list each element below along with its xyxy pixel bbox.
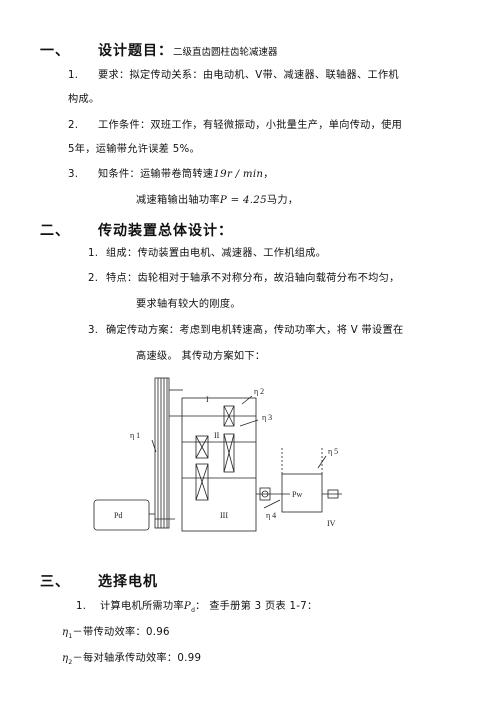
section3-heading: 三、 选择电机 [40,575,158,589]
working-machine [281,473,323,513]
label-shaft2: II [214,431,220,440]
coupling [259,487,271,501]
label-motor: Pd [114,511,122,520]
label-eta1: η 1 [130,431,140,440]
s3-eta2-line: η2－每对轴承传动效率：0.99 [62,653,202,667]
s1-item1-cont: 构成。 [68,94,100,105]
gearbox-outline [181,397,257,532]
label-shaft4: IV [327,519,336,528]
s2-item3: 3.确定传动方案：考虑到电机转速高，传动功率大，将 V 带设置在 [88,325,404,336]
v-belt [154,377,170,529]
s2-item2: 2.特点：齿轮相对于轴承不对称分布，故沿轴向载荷分布不均匀， [88,273,400,284]
section1-heading: 一、 设计题目：二级直齿圆柱齿轮减速器 [40,44,278,58]
s3-eta1-line: η1－带传动效率：0.96 [62,627,170,641]
s2-item1: 1.组成：传动装置由电机、减速器、工作机组成。 [88,248,327,259]
rpm-value: 19r / min [213,169,264,180]
label-eta5: η 5 [328,447,338,456]
s1-item2-cont: 5年，运输带允许误差 5%。 [68,144,200,155]
label-machine: Pw [292,490,302,499]
label-shaft3: III [220,511,228,520]
section1-subtitle: 二级直齿圆柱齿轮减速器 [173,47,278,58]
section3-title: 选择电机 [98,574,158,590]
label-eta3: η 3 [262,413,272,422]
label-eta4: η 4 [266,511,276,520]
section1-title: 设计题目： [98,43,173,59]
section3-number: 三、 [40,574,70,590]
s1-item3-cont: 减速箱输出轴功率P = 4.25马力， [136,195,299,206]
section2-number: 二、 [40,223,70,239]
s1-item2: 2.工作条件：双班工作，有轻微振动，小批量生产，单向传动，使用 [68,120,403,131]
s1-item3: 3.知条件：运输带卷筒转速19r / min， [68,169,274,180]
label-shaft1: I [206,395,209,404]
s2-item2-cont: 要求轴有较大的刚度。 [136,299,241,310]
transmission-diagram: η 1 η 2 η 3 η 4 η 5 I II III IV Pd Pw [93,377,342,532]
s2-item3-cont: 高速级。 其传动方案如下： [136,351,266,362]
s1-item1: 1.要求：拟定传动关系：由电动机、V带、减速器、联轴器、工作机 [68,70,399,81]
s3-item1: 1.计算电机所需功率Pd： 查手册第 3 页表 1-7： [76,601,318,615]
power-value: P = 4.25 [219,195,267,206]
motor-box [93,499,150,531]
section2-heading: 二、 传动装置总体设计： [40,224,233,238]
section2-title: 传动装置总体设计： [98,223,233,239]
label-eta2: η 2 [254,387,264,396]
section1-number: 一、 [40,43,70,59]
